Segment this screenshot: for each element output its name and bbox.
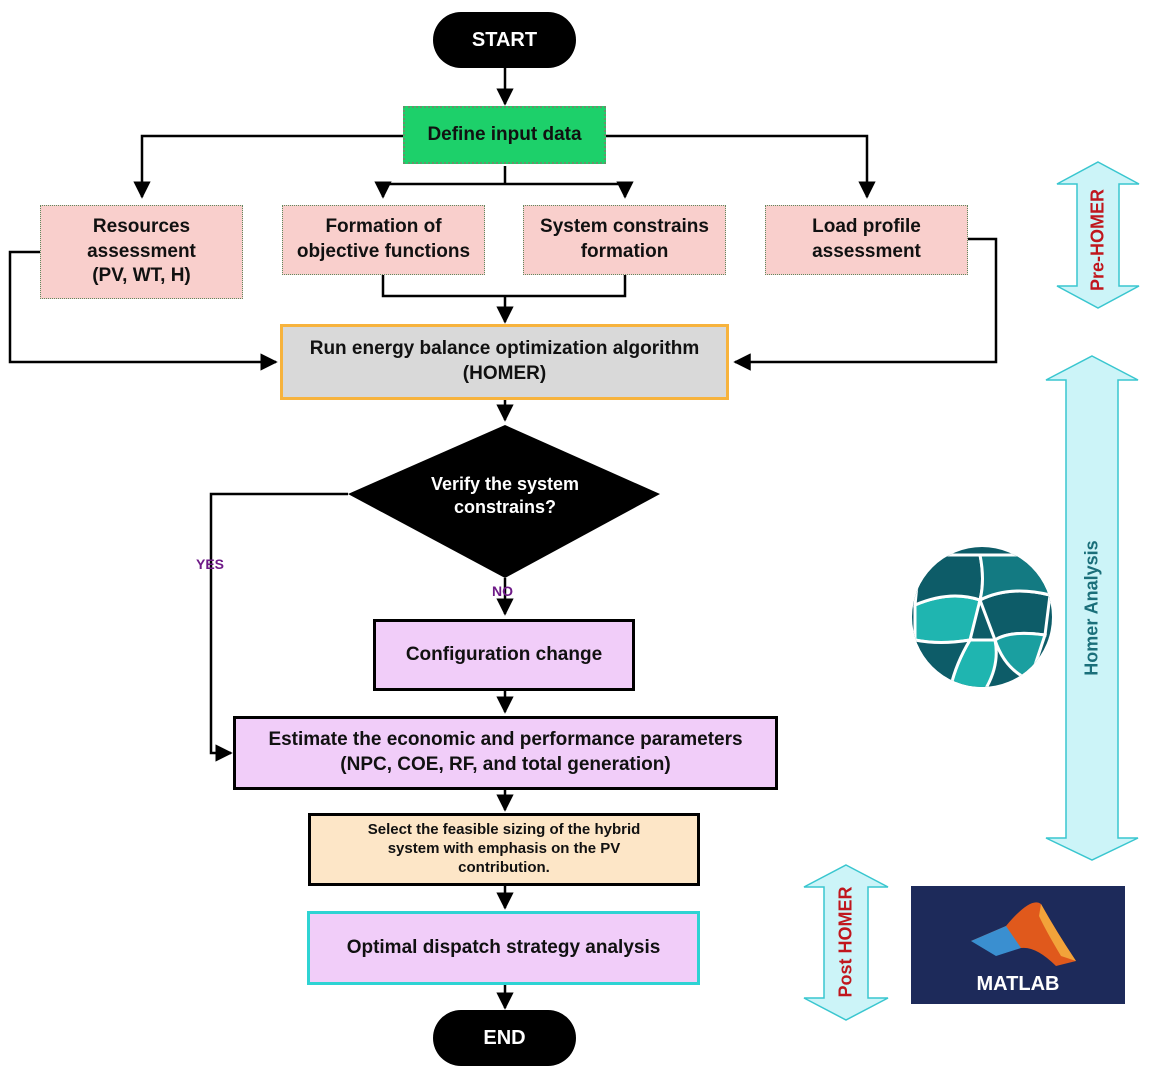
homer-analysis-arrow (1045, 355, 1139, 861)
no-label: NO (492, 583, 513, 599)
matlab-logo: MATLAB (911, 886, 1125, 1004)
edge-define-resources (133, 134, 403, 199)
verify-label: Verify the system constrains? (390, 466, 620, 526)
objective-label-line1: Formation of (325, 216, 442, 238)
constrains-label-line1: System constrains (540, 216, 709, 238)
resources-assessment-box: Resources assessment (PV, WT, H) (40, 205, 243, 299)
edge-resources-run (8, 250, 278, 371)
run-label-line2: (HOMER) (462, 363, 547, 384)
pre-homer-label: Pre-HOMER (1087, 188, 1108, 292)
homer-analysis-label: Homer Analysis (1081, 540, 1102, 676)
edge-load-run (733, 237, 998, 371)
verify-label-line2: constrains? (453, 497, 557, 517)
load-label-line1: Load profile (812, 216, 921, 238)
run-optimization-box: Run energy balance optimization algorith… (280, 324, 729, 400)
dispatch-label: Optimal dispatch strategy analysis (346, 936, 661, 958)
load-label-line2: assessment (812, 241, 921, 262)
define-input-label: Define input data (427, 123, 582, 145)
yes-label: YES (196, 556, 225, 572)
estimate-label-line2: (NPC, COE, RF, and total generation) (340, 754, 671, 775)
select-label-line1: Select the feasible sizing of the hybrid (367, 821, 641, 839)
optimal-dispatch-box: Optimal dispatch strategy analysis (307, 911, 700, 985)
matlab-membrane-icon (971, 902, 1076, 966)
verify-diamond (348, 425, 660, 578)
homer-globe-icon (912, 547, 1052, 687)
start-terminal: START (433, 12, 576, 68)
post-homer-arrow (803, 864, 889, 1021)
select-label-line3: contribution. (458, 858, 550, 876)
select-label-line2: system with emphasis on the PV (387, 840, 621, 858)
system-constrains-box: System constrains formation (523, 205, 726, 275)
objective-functions-box: Formation of objective functions (282, 205, 485, 275)
post-homer-label: Post HOMER (835, 886, 856, 998)
edge-define-constrains (505, 181, 634, 199)
pre-homer-arrow (1056, 161, 1140, 309)
matlab-text: MATLAB (976, 973, 1060, 995)
define-input-box: Define input data (403, 106, 606, 164)
estimate-parameters-box: Estimate the economic and performance pa… (233, 716, 778, 790)
configuration-change-box: Configuration change (373, 619, 635, 691)
run-label-line1: Run energy balance optimization algorith… (309, 338, 700, 360)
edge-verify-estimate (209, 492, 348, 762)
select-sizing-box: Select the feasible sizing of the hybrid… (308, 813, 700, 886)
end-terminal: END (433, 1010, 576, 1066)
edge-define-load (606, 134, 876, 199)
objective-label-line2: objective functions (296, 241, 471, 262)
resources-label-line1: Resources (92, 215, 191, 237)
edge-define-objective (374, 181, 505, 199)
load-profile-box: Load profile assessment (765, 205, 968, 275)
resources-label-line3: (PV, WT, H) (92, 265, 191, 287)
start-label: START (471, 29, 538, 51)
resources-label-line2: assessment (87, 240, 196, 262)
edge-merge (381, 275, 627, 298)
end-label: END (483, 1027, 526, 1049)
estimate-label-line1: Estimate the economic and performance pa… (268, 729, 743, 751)
config-change-label: Configuration change (405, 643, 603, 665)
constrains-label-line2: formation (580, 241, 669, 262)
verify-label-line1: Verify the system (430, 473, 580, 494)
